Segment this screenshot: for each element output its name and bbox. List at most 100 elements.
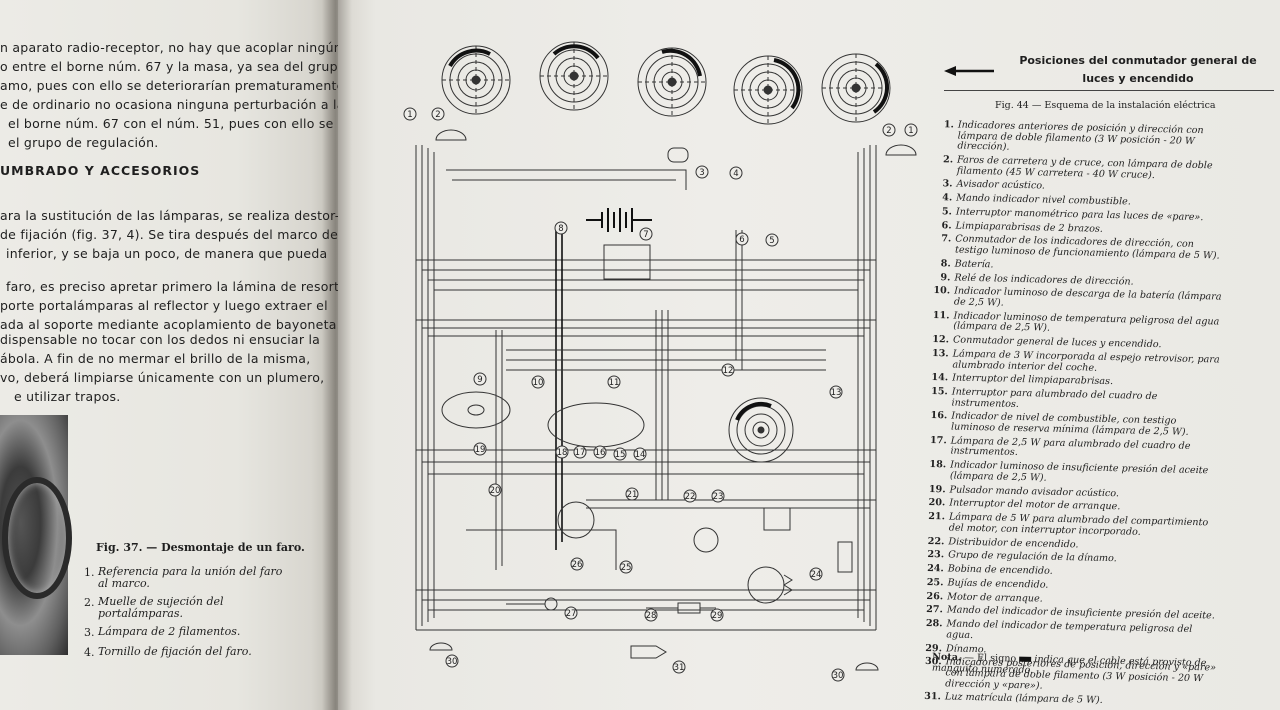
svg-text:19: 19 bbox=[475, 445, 486, 455]
callout-1: 1 bbox=[403, 107, 417, 121]
svg-text:14: 14 bbox=[635, 450, 646, 460]
legend-number: 3. bbox=[84, 626, 95, 639]
legend-item: 1.Indicadores anteriores de posición y d… bbox=[943, 119, 1204, 153]
svg-text:7: 7 bbox=[643, 230, 648, 240]
svg-text:16: 16 bbox=[595, 448, 606, 458]
dynamo bbox=[747, 566, 785, 604]
switch-position-dial bbox=[441, 45, 511, 115]
callout-25: 25 bbox=[619, 560, 633, 574]
svg-text:11: 11 bbox=[609, 378, 620, 388]
callout-7: 7 bbox=[639, 227, 653, 241]
numbered-sleeve-icon bbox=[1019, 656, 1032, 662]
switch-position-dial bbox=[821, 53, 891, 123]
text-line: o entre el borne núm. 67 y la masa, ya s… bbox=[0, 59, 338, 74]
note-label: Nota. bbox=[932, 651, 962, 664]
svg-text:12: 12 bbox=[723, 366, 734, 376]
coil-block bbox=[837, 541, 853, 573]
callout-15: 15 bbox=[613, 447, 627, 461]
section-heading: UMBRADO Y ACCESORIOS bbox=[0, 163, 201, 178]
svg-text:3: 3 bbox=[699, 168, 704, 178]
legend-text: Muelle de sujeción del portalámparas. bbox=[98, 595, 224, 620]
svg-text:29: 29 bbox=[712, 611, 723, 621]
legend-item: 21.Lámpara de 5 W para alumbrado del com… bbox=[928, 511, 1209, 538]
callout-4: 4 bbox=[729, 166, 743, 180]
headlamp-photo bbox=[0, 415, 72, 655]
callout-31: 31 bbox=[672, 660, 686, 674]
svg-text:24: 24 bbox=[811, 570, 822, 580]
switch-position-dial bbox=[539, 41, 609, 111]
legend-number: 4. bbox=[84, 646, 95, 659]
text-line: amo, pues con ello se deteriorarían prem… bbox=[0, 78, 338, 93]
callout-10: 10 bbox=[531, 375, 545, 389]
svg-text:2: 2 bbox=[886, 126, 891, 136]
text-line: el grupo de regulación. bbox=[8, 135, 159, 150]
svg-text:23: 23 bbox=[713, 492, 724, 502]
svg-text:28: 28 bbox=[646, 611, 657, 621]
svg-text:27: 27 bbox=[566, 609, 577, 619]
ignition-switch bbox=[728, 397, 794, 463]
callout-1: 1 bbox=[904, 123, 918, 137]
text-line: el borne núm. 67 con el núm. 51, pues co… bbox=[8, 116, 334, 131]
text-line: porte portalámparas al reflector y luego… bbox=[0, 298, 328, 313]
callout-30: 30 bbox=[445, 654, 459, 668]
starter-motor bbox=[557, 501, 595, 539]
svg-text:5: 5 bbox=[769, 236, 774, 246]
legend-text: Lámpara de 2 filamentos. bbox=[98, 625, 241, 638]
text-line: ara la sustitución de las lámparas, se r… bbox=[0, 208, 338, 223]
figure-44-caption: Fig. 44 — Esquema de la instalación eléc… bbox=[995, 100, 1216, 111]
text-line: vo, deberá limpiarse únicamente con un p… bbox=[0, 370, 325, 385]
callout-19: 19 bbox=[473, 442, 487, 456]
callout-3: 3 bbox=[695, 165, 709, 179]
svg-text:17: 17 bbox=[575, 448, 586, 458]
legend-item: 31.Luz matrícula (lámpara de 5 W). bbox=[924, 691, 1103, 707]
legend-number: 2. bbox=[84, 596, 95, 609]
callout-21: 21 bbox=[625, 487, 639, 501]
legend-item: 4. Tornillo de fijación del faro. bbox=[84, 646, 334, 676]
text-line: ada al soporte mediante acoplamiento de … bbox=[0, 317, 338, 332]
svg-text:22: 22 bbox=[685, 492, 696, 502]
svg-text:9: 9 bbox=[477, 375, 482, 385]
callout-2: 2 bbox=[882, 123, 896, 137]
switch-position-dial bbox=[637, 47, 707, 117]
legend-item: 18.Indicador luminoso de insuficiente pr… bbox=[929, 459, 1209, 484]
steering-wheel bbox=[441, 391, 511, 429]
callout-23: 23 bbox=[711, 489, 725, 503]
legend-item: 1. Referencia para la unión del faro al … bbox=[84, 566, 334, 596]
left-arrow-icon bbox=[944, 66, 994, 76]
svg-text:4: 4 bbox=[733, 169, 738, 179]
legend-text: Tornillo de fijación del faro. bbox=[98, 645, 252, 658]
callout-17: 17 bbox=[573, 445, 587, 459]
legend-item: 3. Lámpara de 2 filamentos. bbox=[84, 626, 334, 646]
right-page: 1 1 2 2 3 4 5 6 7 8 9 10 11 12 13 14 15 … bbox=[338, 0, 1280, 710]
positions-title: Posiciones del conmutador general de luc… bbox=[1019, 54, 1257, 85]
svg-text:13: 13 bbox=[831, 388, 842, 398]
text-line: dispensable no tocar con los dedos ni en… bbox=[0, 332, 321, 347]
divider bbox=[944, 90, 1274, 91]
svg-text:2: 2 bbox=[435, 110, 440, 120]
legend-item: 28.Mando del indicador de temperatura pe… bbox=[925, 618, 1193, 641]
svg-text:10: 10 bbox=[533, 378, 544, 388]
callout-22: 22 bbox=[683, 489, 697, 503]
figure-37-legend: 1. Referencia para la unión del faro al … bbox=[84, 566, 334, 676]
callout-30: 30 bbox=[831, 668, 845, 682]
switch-position-dial bbox=[733, 55, 803, 125]
svg-text:18: 18 bbox=[557, 448, 568, 458]
callout-28: 28 bbox=[644, 608, 658, 622]
callout-29: 29 bbox=[710, 608, 724, 622]
svg-text:1: 1 bbox=[407, 110, 412, 120]
plate-lamp bbox=[630, 645, 667, 659]
figure-44-legend: 1.Indicadores anteriores de posición y d… bbox=[921, 119, 1230, 710]
regulator-block bbox=[763, 507, 791, 531]
headlamp-right bbox=[885, 144, 917, 156]
callout-18: 18 bbox=[555, 445, 569, 459]
relay-block bbox=[603, 244, 651, 280]
headlamp-left bbox=[435, 129, 467, 141]
svg-text:26: 26 bbox=[572, 560, 583, 570]
battery-symbol bbox=[586, 208, 652, 232]
horn bbox=[667, 147, 689, 163]
text-line: e de ordinario no ocasiona ninguna pertu… bbox=[0, 97, 338, 112]
legend-text: Referencia para la unión del faro al mar… bbox=[98, 565, 283, 590]
left-page: n aparato radio-receptor, no hay que aco… bbox=[0, 0, 338, 710]
legend-item: 2. Muelle de sujeción del portalámparas. bbox=[84, 596, 334, 626]
callout-20: 20 bbox=[488, 483, 502, 497]
